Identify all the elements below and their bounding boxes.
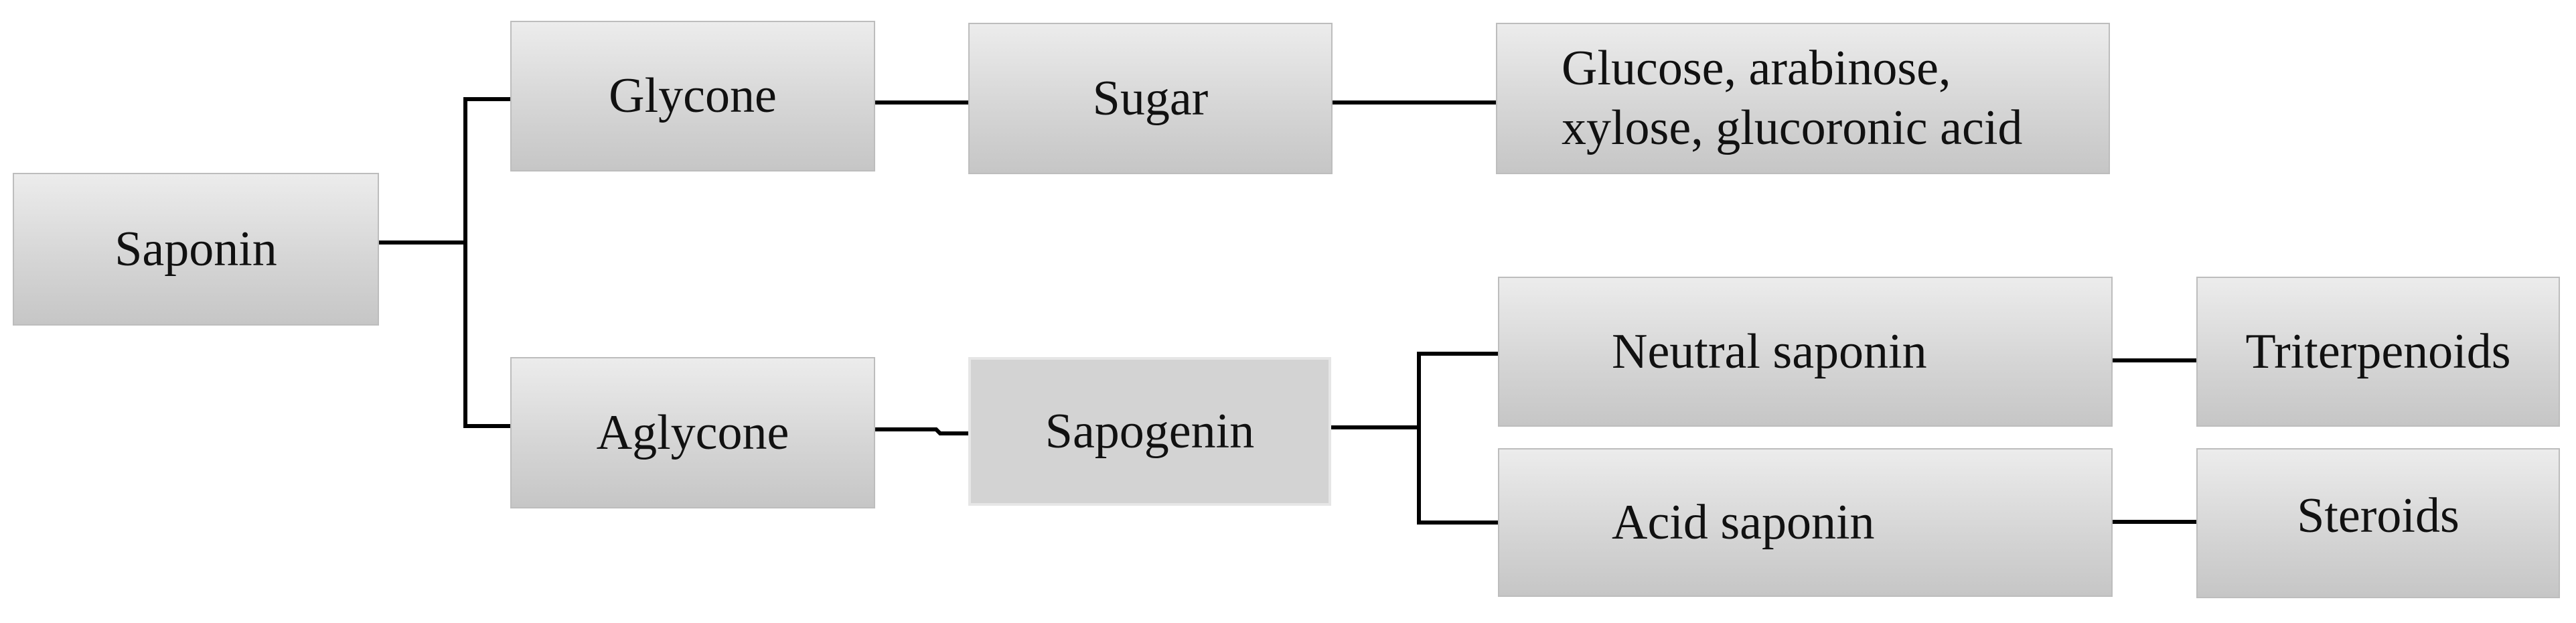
node-steroids-label: Steroids	[2297, 488, 2459, 543]
node-sugars-list: Glucose, arabinose, xylose, glucoronic a…	[1496, 23, 2110, 174]
node-saponin-label: Saponin	[115, 221, 277, 277]
node-sugars-list-line1: Glucose, arabinose,	[1562, 41, 1951, 96]
node-saponin: Saponin	[13, 173, 379, 326]
node-sugars-list-text: Glucose, arabinose, xylose, glucoronic a…	[1562, 39, 2022, 158]
node-neutral-saponin: Neutral saponin	[1498, 277, 2113, 427]
node-sugar: Sugar	[968, 23, 1333, 174]
node-glycone-label: Glycone	[609, 68, 777, 124]
node-sapogenin-label: Sapogenin	[1045, 403, 1255, 459]
node-acid-saponin-label: Acid saponin	[1612, 494, 1875, 550]
node-glycone: Glycone	[510, 21, 875, 171]
node-steroids: Steroids	[2196, 448, 2560, 598]
node-aglycone-label: Aglycone	[596, 405, 789, 460]
node-neutral-saponin-label: Neutral saponin	[1612, 324, 1927, 379]
node-triterpenoids: Triterpenoids	[2196, 277, 2560, 427]
node-aglycone: Aglycone	[510, 357, 875, 508]
node-triterpenoids-label: Triterpenoids	[2245, 324, 2511, 379]
node-sugar-label: Sugar	[1092, 70, 1209, 126]
connector-saponin-branch	[377, 97, 512, 428]
node-acid-saponin: Acid saponin	[1498, 448, 2113, 597]
connector-aglycone-sapogenin	[873, 427, 970, 435]
node-sugars-list-line2: xylose, glucoronic acid	[1562, 100, 2023, 155]
node-sapogenin: Sapogenin	[968, 357, 1331, 506]
connector-sapogenin-branch	[1329, 352, 1502, 525]
